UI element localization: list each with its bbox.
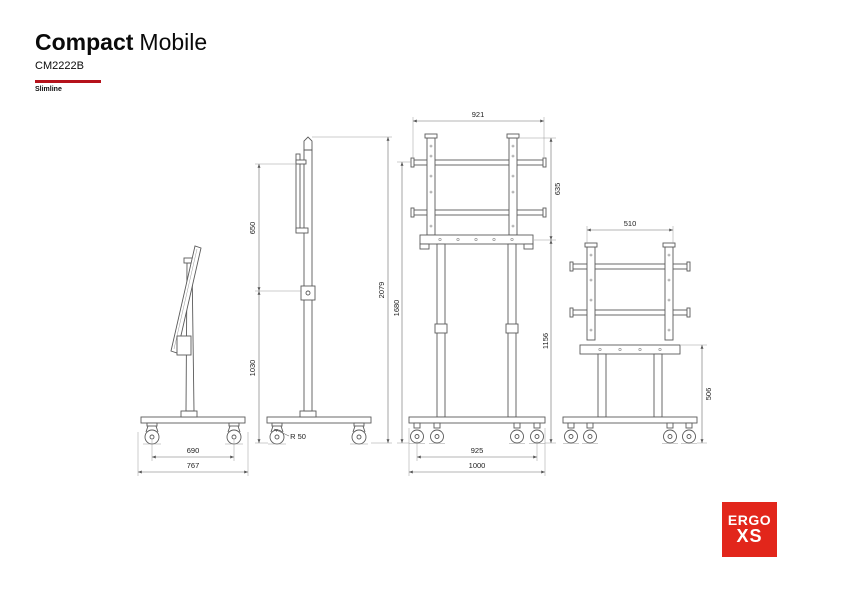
dim-650: 650 [248,163,301,292]
page-title-bold: Compact [35,29,134,55]
view-side-tilted: 690 767 [137,245,249,476]
dim-767: 767 [137,432,249,476]
model-number: CM2222B [35,60,84,73]
dim-1680-label: 1680 [392,300,401,317]
dim-690-label: 690 [187,446,200,455]
dim-635-label: 635 [553,183,562,196]
series-label: Slimline [35,86,62,94]
dim-510: 510 [586,219,674,244]
view-front-extended: 921 635 1156 1680 [392,110,562,476]
page-title-regular: Mobile [139,29,208,55]
dim-510-label: 510 [624,219,637,228]
view-front-collapsed: 510 506 [562,219,713,444]
dim-921: 921 [412,110,545,157]
dim-1030: 1030 [248,291,268,444]
dim-767-label: 767 [187,461,200,470]
dim-506-label: 506 [704,388,713,401]
dim-506: 506 [681,344,713,444]
dim-1000: 1000 [408,428,546,476]
accent-rule [35,80,101,84]
dim-925-label: 925 [471,446,484,455]
view-side-extended: R 50 650 1030 2079 [248,136,392,445]
dim-690: 690 [151,440,235,461]
logo-line2: XS [736,525,763,546]
dim-2079: 2079 [312,136,392,444]
dim-2079-label: 2079 [377,282,386,299]
dim-1680: 1680 [392,161,411,444]
dim-921-label: 921 [472,110,485,119]
dim-1000-label: 1000 [469,461,486,470]
logo-line1: ERGO [727,512,772,529]
dim-r50: R 50 [273,428,306,441]
dim-1030-label: 1030 [248,360,257,377]
dim-925: 925 [416,441,538,461]
dim-1156-label: 1156 [541,333,550,349]
dim-r50-label: R 50 [290,432,306,441]
dim-635: 635 [520,137,562,241]
dim-650-label: 650 [248,222,257,235]
dim-1156: 1156 [541,240,556,444]
ergoxs-logo: ERGO XS [722,502,777,557]
